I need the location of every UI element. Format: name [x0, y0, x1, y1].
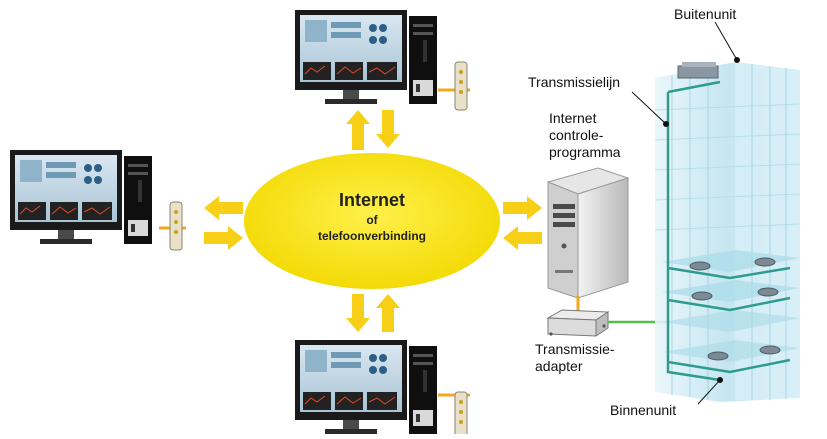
arrow-down-icon	[346, 294, 370, 332]
arrow-left-icon	[204, 196, 243, 220]
label-outdoor-unit: Buitenunit	[674, 6, 737, 22]
arrow-left-icon	[503, 226, 542, 250]
arrow-up-icon	[376, 294, 400, 332]
arrow-down-icon	[376, 110, 400, 148]
building-icon	[654, 62, 801, 402]
label-indoor-unit: Binnenunit	[610, 402, 677, 418]
ellipse-line2: of	[366, 213, 378, 227]
arrow-up-icon	[346, 110, 370, 150]
ellipse-line3: telefoonverbinding	[318, 229, 426, 243]
internet-ellipse	[244, 153, 500, 289]
label-adapter-2: adapter	[535, 358, 583, 374]
label-control-program-1: Internet	[549, 110, 597, 126]
label-transmission-line: Transmissielijn	[528, 74, 621, 90]
server-tower-icon	[546, 167, 630, 299]
client-computer-icon	[295, 10, 468, 111]
label-control-program-2: controle-	[549, 127, 604, 143]
client-computer-icon	[10, 150, 183, 251]
leader-lines	[631, 21, 740, 405]
label-adapter-1: Transmissie-	[535, 341, 615, 357]
client-computer-icon	[295, 340, 468, 439]
arrows	[204, 110, 542, 332]
adapter-box-icon	[546, 309, 610, 337]
arrow-right-icon	[503, 196, 542, 220]
arrow-right-icon	[204, 226, 243, 250]
label-control-program-3: programma	[549, 144, 621, 160]
ellipse-title: Internet	[338, 190, 405, 210]
